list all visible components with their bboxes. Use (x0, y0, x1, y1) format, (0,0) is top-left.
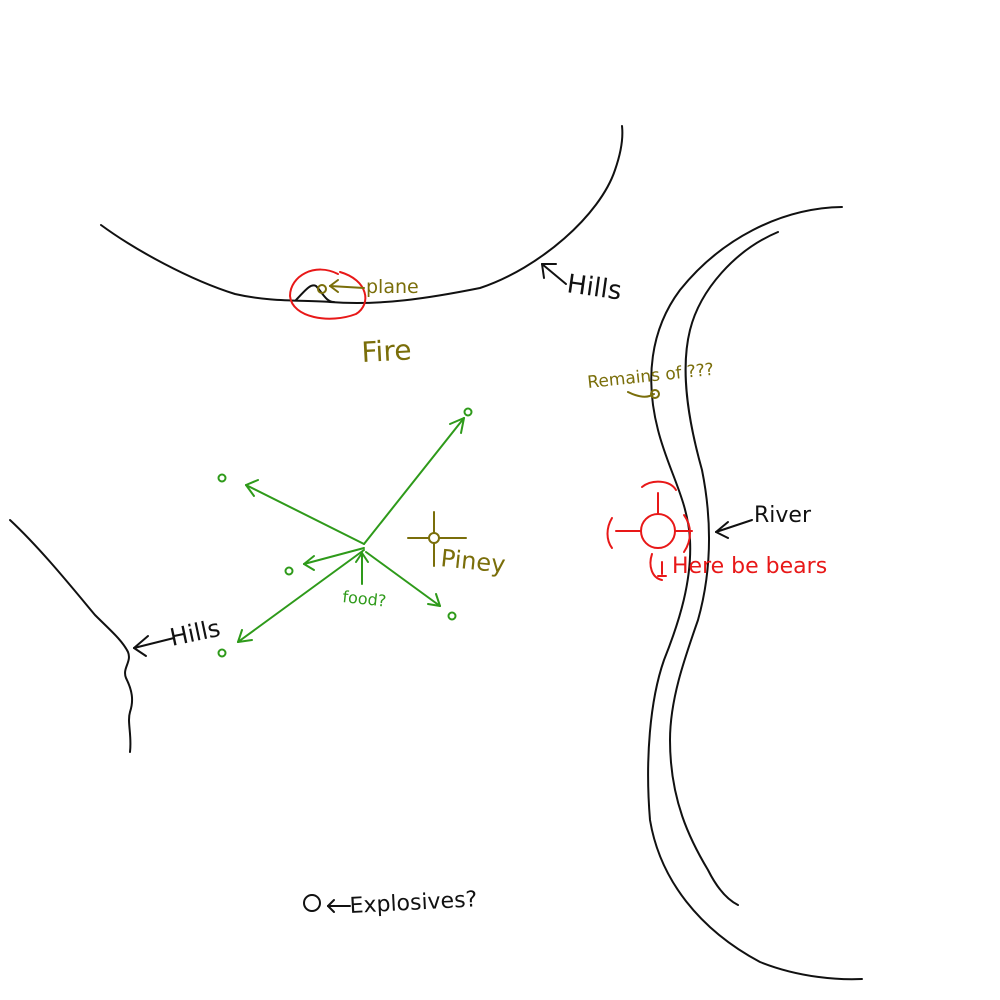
left-hills-ridge (9, 519, 134, 753)
food-source-bottom-left (217, 648, 227, 658)
explosives-arrow (327, 899, 351, 913)
food-arrows (237, 417, 465, 643)
top-hills-ridge (100, 125, 624, 305)
food-source-left-upper (217, 473, 227, 483)
river-bank-inner (668, 231, 779, 906)
piney-marker (407, 511, 467, 567)
food-source-left-short (284, 566, 294, 576)
fire-circle (288, 268, 367, 320)
plane-crash-bump (295, 284, 335, 303)
explosives-marker (303, 894, 321, 912)
hills-top-arrow (541, 263, 567, 285)
food-source-top-right (463, 407, 473, 417)
hills-left-arrow (133, 635, 175, 657)
plane-label: plane (366, 276, 419, 298)
river-arrow (715, 519, 753, 539)
food-label: food? (342, 587, 388, 610)
explosives-label: Explosives? (349, 887, 478, 919)
hills-left-label: Hills (167, 614, 222, 652)
remains-marker (627, 389, 660, 399)
plane-marker (317, 284, 327, 294)
river-bank-outer (647, 206, 863, 981)
hills-top-label: Hills (565, 269, 623, 306)
food-sources (217, 407, 473, 658)
fire-label: Fire (361, 333, 413, 369)
food-source-bottom-right (447, 611, 457, 621)
bears-label: Here be bears (672, 554, 827, 579)
river-label: River (754, 503, 812, 528)
plane-arrow (329, 279, 365, 293)
piney-label: Piney (439, 544, 506, 579)
bear-den-symbol (606, 480, 693, 581)
